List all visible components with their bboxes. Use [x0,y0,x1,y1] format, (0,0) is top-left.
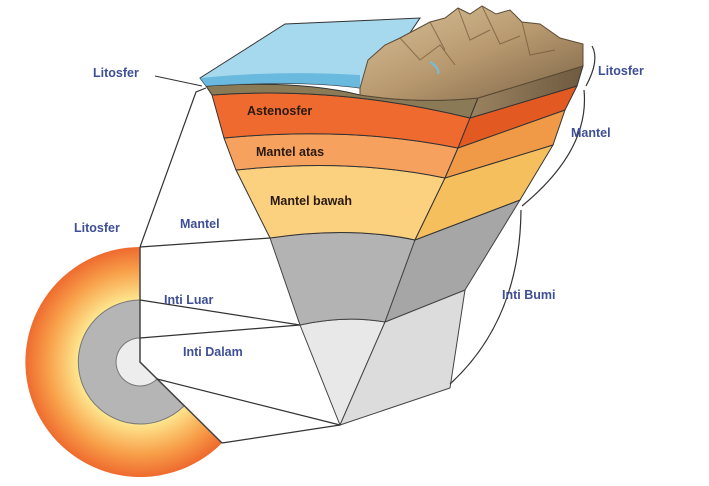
bracket-lithosphere [585,45,596,87]
connector-lithosphere [139,87,207,248]
earth-cross-section [25,247,223,477]
ocean-shelf [200,73,360,88]
litosfer-pointer-line [154,75,203,87]
earth-wedge-edges [139,247,223,444]
top-surface [199,5,584,101]
brackets [449,45,596,385]
connector-lines [139,87,341,444]
connector-mantle [139,237,271,248]
earth-inner-core [115,337,158,387]
label-inti-luar: Inti Luar [164,293,213,307]
label-mantel-left: Mantel [180,217,220,231]
label-inti-bumi: Inti Bumi [502,288,555,302]
river [429,61,440,75]
label-mantel-right: Mantel [571,126,611,140]
connector-outer-core [139,299,301,326]
bracket-core [449,209,522,385]
label-inti-dalam: Inti Dalam [183,345,243,359]
label-mantel-bawah: Mantel bawah [270,194,352,208]
connector-inner-core-bottom [156,378,341,426]
connector-outer-bottom [221,424,341,444]
label-astenosfer: Astenosfer [247,104,312,118]
label-litosfer-left: Litosfer [74,221,120,235]
connector-inner-core-top [139,324,301,339]
label-mantel-atas: Mantel atas [256,145,324,159]
bracket-mantle [521,89,586,207]
label-litosfer-top-left: Litosfer [93,66,139,80]
mountain-ridges [399,5,556,66]
label-litosfer-right: Litosfer [598,64,644,78]
wedge-side-face [339,65,584,426]
mountain-range [359,5,584,101]
